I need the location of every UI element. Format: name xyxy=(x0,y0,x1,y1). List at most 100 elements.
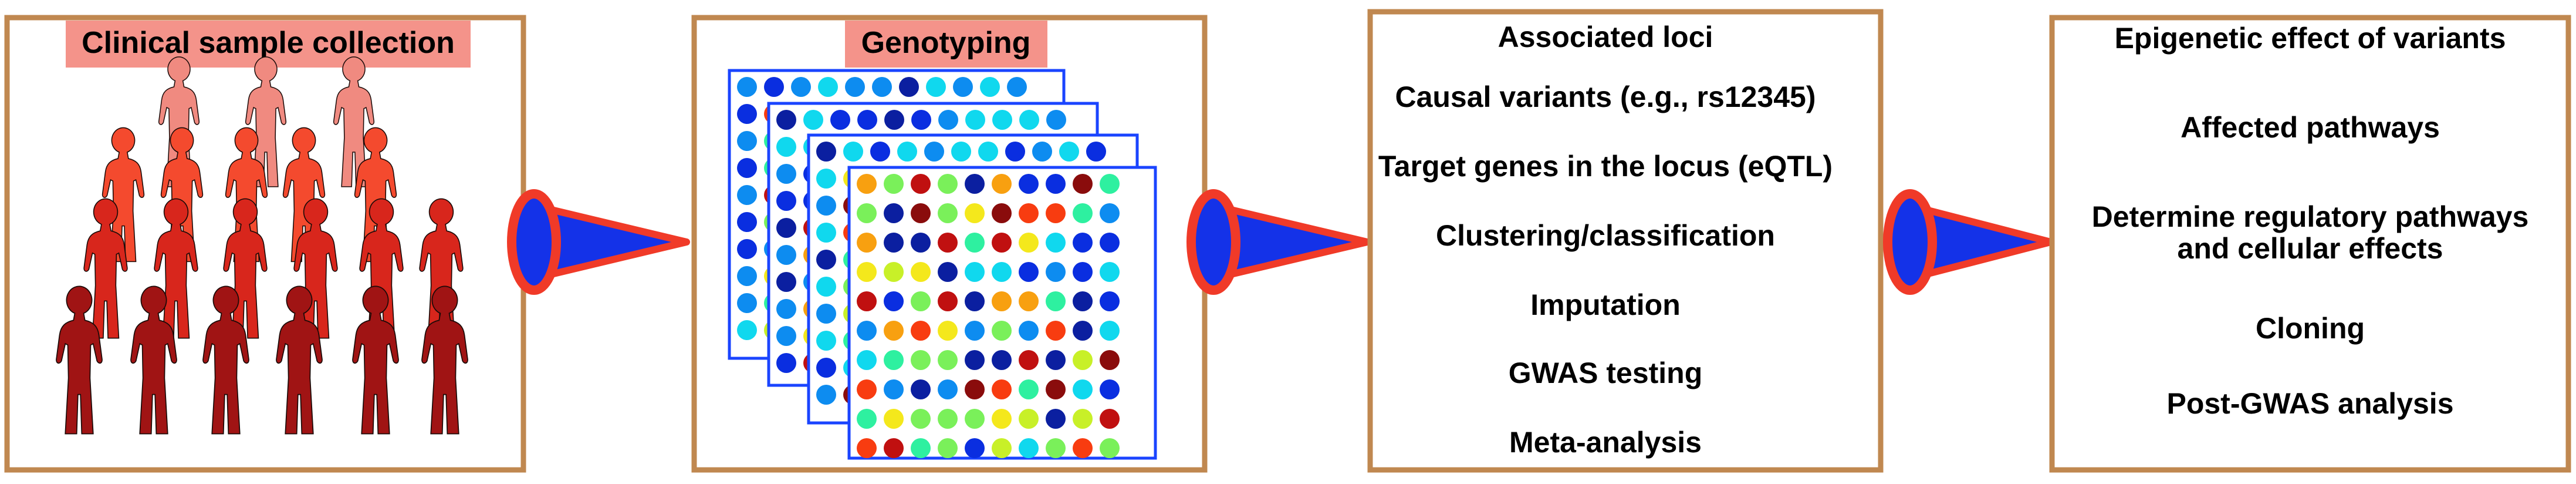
genotype-dot-icon xyxy=(911,262,931,282)
genotype-dot-icon xyxy=(1046,110,1066,130)
genotype-dot-icon xyxy=(776,191,796,211)
panel-title-sample-collection: Clinical sample collection xyxy=(82,26,455,60)
genotype-dot-icon xyxy=(1073,233,1093,253)
genotype-dot-icon xyxy=(992,350,1012,370)
genotype-dot-icon xyxy=(1019,379,1039,399)
genotype-dot-icon xyxy=(1019,321,1039,341)
loci-item: Meta-analysis xyxy=(1509,426,1702,459)
genotype-dot-icon xyxy=(911,203,931,223)
epigenetic-item: Post-GWAS analysis xyxy=(2166,387,2453,420)
genotype-dot-icon xyxy=(1100,350,1120,370)
genotype-dot-icon xyxy=(1046,321,1066,341)
genotype-dot-icon xyxy=(965,350,985,370)
genotype-dot-icon xyxy=(1100,379,1120,399)
epigenetic-item: Affected pathways xyxy=(2181,111,2440,144)
genotype-dot-icon xyxy=(1100,262,1120,282)
person-icon xyxy=(83,198,128,339)
genotype-dot-icon xyxy=(845,77,865,97)
genotype-dot-icon xyxy=(899,77,919,97)
genotype-dot-icon xyxy=(843,142,863,162)
genotype-dot-icon xyxy=(857,321,877,341)
genotype-dot-icon xyxy=(951,142,971,162)
genotype-dot-icon xyxy=(1073,409,1093,429)
genotype-dot-icon xyxy=(938,321,958,341)
genotype-dot-icon xyxy=(870,142,890,162)
genotype-dot-icon xyxy=(857,233,877,253)
genotype-dot-icon xyxy=(938,203,958,223)
genotype-dot-icon xyxy=(737,104,757,124)
genotype-dot-icon xyxy=(1073,262,1093,282)
genotype-dot-icon xyxy=(884,291,904,311)
panel-title-genotyping: Genotyping xyxy=(861,26,1031,60)
loci-item: Clustering/classification xyxy=(1436,219,1775,252)
epigenetic-item: Epigenetic effect of variants xyxy=(2115,22,2506,55)
genotype-dot-icon xyxy=(992,203,1012,223)
genotype-dot-icon xyxy=(884,409,904,429)
genotype-dot-icon xyxy=(1073,321,1093,341)
person-icon xyxy=(130,285,177,435)
person-icon xyxy=(202,285,249,435)
genotype-dot-icon xyxy=(776,137,796,157)
genotype-dot-icon xyxy=(1073,174,1093,194)
genotype-dot-icon xyxy=(992,409,1012,429)
genotype-dot-icon xyxy=(737,185,757,205)
genotype-dot-icon xyxy=(938,409,958,429)
person-icon xyxy=(225,127,268,263)
genotype-dot-icon xyxy=(857,291,877,311)
genotype-dot-icon xyxy=(1073,203,1093,223)
genotype-dot-icon xyxy=(816,142,836,162)
genotype-dot-icon xyxy=(1019,233,1039,253)
epigenetic-item: Cloning xyxy=(2256,312,2365,345)
genotype-dot-icon xyxy=(1007,77,1027,97)
genotype-dot-icon xyxy=(1100,174,1120,194)
genotype-dot-icon xyxy=(992,174,1012,194)
genotype-dot-icon xyxy=(857,350,877,370)
genotype-dot-icon xyxy=(1019,291,1039,311)
genotype-dot-icon xyxy=(818,77,838,97)
genotype-dot-icon xyxy=(857,262,877,282)
genotype-dot-icon xyxy=(737,158,757,178)
genotype-dot-icon xyxy=(884,350,904,370)
genotype-dot-icon xyxy=(911,438,931,458)
genotype-dot-icon xyxy=(1046,291,1066,311)
genotype-dot-icon xyxy=(1019,203,1039,223)
genotype-dot-icon xyxy=(992,110,1012,130)
genotype-dot-icon xyxy=(911,321,931,341)
genotype-dot-icon xyxy=(884,321,904,341)
genotype-dot-icon xyxy=(1046,438,1066,458)
genotype-dot-icon xyxy=(816,196,836,216)
genotype-dot-icon xyxy=(816,223,836,243)
genotype-dot-icon xyxy=(911,379,931,399)
genotype-dot-icon xyxy=(1019,350,1039,370)
people-crowd xyxy=(56,56,468,435)
panel-genotyping: Genotyping xyxy=(691,15,1208,473)
genotype-dot-icon xyxy=(884,438,904,458)
genotype-dot-icon xyxy=(1019,409,1039,429)
arrow-cone-icon xyxy=(507,189,690,295)
genotype-dot-icon xyxy=(830,110,850,130)
genotype-dot-icon xyxy=(938,233,958,253)
genotype-dot-icon xyxy=(938,262,958,282)
genotype-dot-icon xyxy=(884,262,904,282)
genotype-dot-icon xyxy=(884,110,904,130)
genotype-dot-icon xyxy=(884,379,904,399)
panel-frame xyxy=(1367,9,1884,473)
genotype-dot-icon xyxy=(965,262,985,282)
genotype-dot-icon xyxy=(776,299,796,319)
genotype-dot-icon xyxy=(816,250,836,270)
genotype-dot-icon xyxy=(1046,203,1066,223)
genotype-dot-icon xyxy=(953,77,973,97)
genotype-dot-icon xyxy=(965,409,985,429)
genotype-dot-icon xyxy=(857,110,877,130)
genotype-dot-icon xyxy=(816,331,836,351)
genotype-dot-icon xyxy=(992,438,1012,458)
genotype-dot-icon xyxy=(737,131,757,151)
label-background xyxy=(845,21,1047,68)
epigenetic-item: and cellular effects xyxy=(2178,232,2443,265)
genotype-dot-icon xyxy=(938,110,958,130)
panel-sample-collection: Clinical sample collection xyxy=(4,15,526,473)
genotype-dot-icon xyxy=(803,110,823,130)
genotype-dot-icon xyxy=(816,304,836,324)
genotype-dot-icon xyxy=(938,438,958,458)
loci-item: GWAS testing xyxy=(1509,357,1703,389)
